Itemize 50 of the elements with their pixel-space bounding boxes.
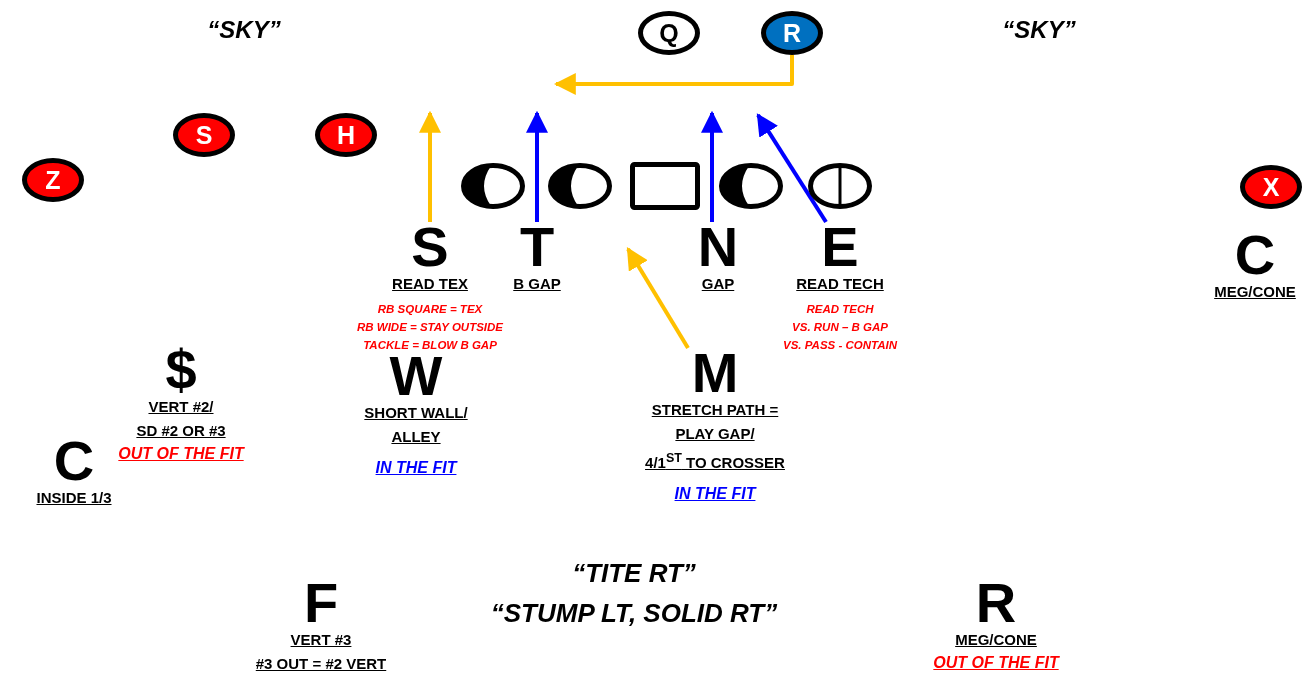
assignment-text: VERT #3 #3 OUT = #2 VERT xyxy=(255,630,387,674)
fit-note: IN THE FIT xyxy=(674,484,756,504)
player-oval xyxy=(22,158,84,202)
player-letter: Q xyxy=(659,20,679,46)
assignment-text: READ TECH xyxy=(796,274,884,294)
player-letter: S xyxy=(195,122,213,148)
assignment-text: STRETCH PATH = PLAY GAP/ 4/1$^{ST}$ TO CROSSER xyxy=(645,400,785,473)
coaching-note: RB SQUARE = TEX RB WIDE = STAY OUTSIDE TACKLE = BLOW B GAP xyxy=(357,302,503,353)
assignment-text: GAP xyxy=(701,274,735,294)
player-letter: C xyxy=(1234,230,1276,280)
player-oval xyxy=(173,113,235,157)
player-letter: X xyxy=(1262,174,1280,200)
player-letter: R xyxy=(975,578,1017,628)
arrow xyxy=(701,110,723,222)
player-letter: C xyxy=(53,436,95,486)
arrow xyxy=(626,247,690,350)
player-letter: Z xyxy=(45,167,61,193)
coverage-call: “SKY” xyxy=(207,16,281,44)
coverage-call: “SKY” xyxy=(1002,16,1076,44)
fit-note: IN THE FIT xyxy=(375,458,457,478)
assignment-text: VERT #2/ SD #2 OR #3 xyxy=(136,397,226,441)
player-letter: T xyxy=(519,222,555,272)
player-letter: M xyxy=(691,348,739,398)
coaching-note: READ TECH VS. RUN – B GAP VS. PASS - CONTAIN xyxy=(783,302,897,353)
arrow xyxy=(553,55,794,95)
player-oval xyxy=(761,11,823,55)
assignment-text: MEG/CONE xyxy=(955,630,1037,650)
arrow xyxy=(526,110,548,222)
player-letter: H xyxy=(336,122,356,148)
assignment-text: B GAP xyxy=(513,274,561,294)
player-oval xyxy=(315,113,377,157)
fit-note: OUT OF THE FIT xyxy=(118,444,244,464)
player-letter: W xyxy=(389,351,443,401)
player-oval xyxy=(638,11,700,55)
player-letter: $ xyxy=(165,345,197,395)
front-call: “TITE RT” xyxy=(572,558,696,589)
fit-note: OUT OF THE FIT xyxy=(933,653,1059,673)
player-letter: S xyxy=(411,222,449,272)
arrow xyxy=(419,110,441,222)
assignment-text: MEG/CONE xyxy=(1214,282,1296,302)
player-letter: N xyxy=(697,222,739,272)
assignment-text: SHORT WALL/ ALLEY xyxy=(364,403,468,447)
assignment-text: INSIDE 1/3 xyxy=(36,488,112,508)
player-letter: E xyxy=(821,222,859,272)
player-oval xyxy=(1240,165,1302,209)
player-letter: F xyxy=(303,578,339,628)
player-letter: R xyxy=(782,20,802,46)
assignment-text: READ TEX xyxy=(392,274,468,294)
front-call: “STUMP LT, SOLID RT” xyxy=(490,598,778,629)
arrow xyxy=(756,113,828,224)
